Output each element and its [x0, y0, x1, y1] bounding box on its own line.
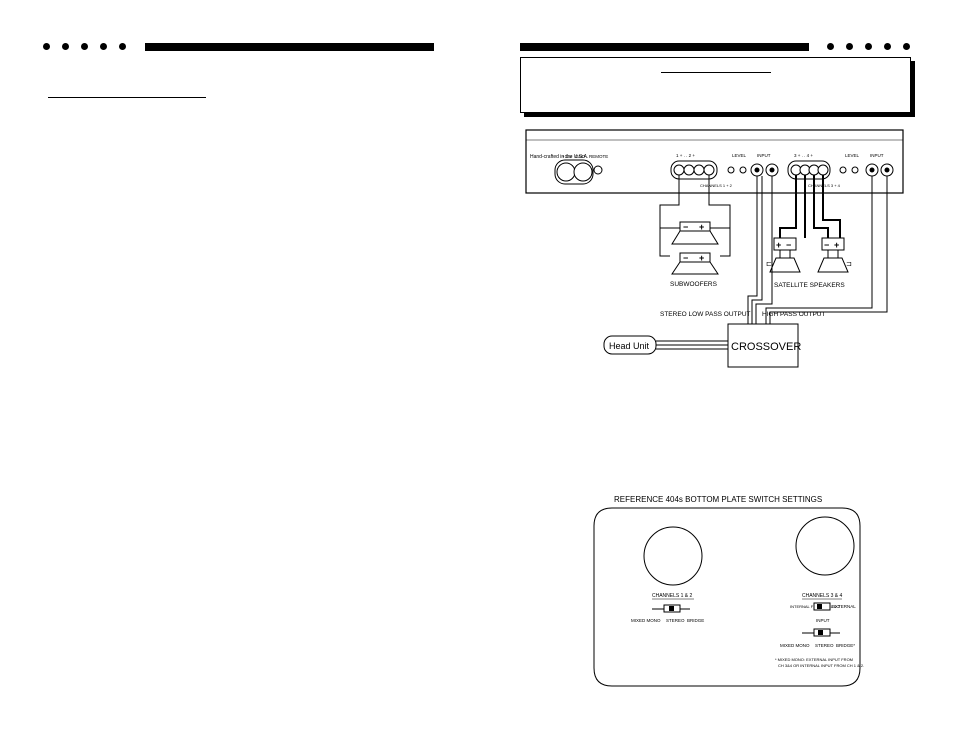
minus-sign: − — [824, 240, 829, 250]
wire — [751, 176, 763, 324]
wire — [708, 175, 731, 257]
level-knob — [739, 166, 747, 174]
plus-sign: + — [776, 240, 781, 250]
rca-pin — [754, 167, 760, 173]
subwoofers-label: SUBWOOFERS — [670, 281, 718, 288]
crossover-label: CROSSOVER — [731, 341, 801, 353]
low-pass-label: STEREO LOW PASS OUTPUT — [660, 311, 751, 318]
minus-sign: − — [683, 253, 688, 263]
stereo-label: STEREO — [666, 618, 685, 623]
bullet-dot — [846, 43, 853, 50]
ch12-label: CHANNELS 1 & 2 — [652, 593, 693, 599]
wire — [747, 176, 758, 324]
external-label: EXTERNAL — [832, 604, 856, 609]
level-knob — [839, 166, 847, 174]
level-knob — [727, 166, 735, 174]
mounting-hole-left — [643, 526, 703, 586]
channels-34-label: CHANNELS 3 + 4 — [808, 183, 841, 188]
bullet-dot — [119, 43, 126, 50]
power-label-remote: REMOTE — [589, 154, 608, 159]
level-knob — [851, 166, 859, 174]
high-pass-label: HIGH PASS OUTPUT — [762, 311, 825, 318]
switch-slider — [669, 606, 674, 611]
wire — [769, 176, 888, 324]
wire — [779, 175, 797, 238]
mounting-hole-right — [795, 516, 855, 576]
terminal-numbers: 1 + . . 2 + — [676, 153, 695, 158]
wire — [659, 175, 680, 257]
bullet-dot — [884, 43, 891, 50]
terminal-numbers: 3 + . . 4 + — [794, 153, 813, 158]
rca-pin — [869, 167, 875, 173]
crossover-box — [727, 323, 799, 368]
bridge-star-label: BRIDGE* — [836, 643, 855, 648]
bullet-dot — [865, 43, 872, 50]
ch34-label: CHANNELS 3 & 4 — [802, 593, 843, 599]
rca-pin — [769, 167, 775, 173]
input-label-12: INPUT — [757, 153, 771, 158]
minus-sign: − — [683, 222, 688, 232]
section-title-box — [520, 57, 911, 113]
brand-label: Hand-crafted in the U.S.A. — [530, 154, 588, 160]
bridge-label: BRIDGE — [687, 618, 704, 623]
power-label-12v: +12v — [562, 154, 573, 159]
bullet-dot — [827, 43, 834, 50]
note-line-1: * MIXED MONO: EXTERNAL INPUT FROM — [775, 657, 853, 662]
bullet-dot — [100, 43, 107, 50]
header-rule — [145, 43, 434, 51]
input-label-34: INPUT — [870, 153, 884, 158]
title-underline — [661, 72, 771, 73]
plus-sign: + — [834, 240, 839, 250]
terminal-mark: ⊐ — [846, 261, 852, 268]
switch-settings-title: REFERENCE 404s BOTTOM PLATE SWITCH SETTI… — [614, 495, 822, 504]
wire — [755, 176, 773, 324]
rca-pin — [884, 167, 890, 173]
mono-label: MIXED MONO — [631, 618, 661, 623]
satellite-cone — [769, 257, 801, 273]
terminal-mark: ⊏ — [766, 261, 772, 268]
minus-sign: − — [786, 240, 791, 250]
heading-underline — [48, 97, 206, 98]
power-label-gnd: GND — [575, 154, 586, 159]
bullet-dot — [81, 43, 88, 50]
level-label-12: LEVEL — [732, 153, 747, 158]
input-label: INPUT — [816, 618, 830, 623]
channels-12-label: CHANNELS 1 + 2 — [700, 183, 733, 188]
wire — [765, 176, 873, 324]
subwoofer-cone — [671, 261, 719, 275]
remote-terminal — [593, 165, 603, 175]
header-rule — [520, 43, 809, 51]
ground-terminal — [573, 162, 593, 182]
note-line-2: CH 3&4 OR INTERNAL INPUT FROM CH 1 & 2. — [778, 663, 864, 668]
stereo-label-34: STEREO — [815, 643, 834, 648]
level-label-34: LEVEL — [845, 153, 860, 158]
switch-slider — [818, 630, 823, 635]
satellite-label: SATELLITE SPEAKERS — [774, 282, 845, 289]
mono-label-34: MIXED MONO — [780, 643, 810, 648]
plus-sign: + — [699, 253, 704, 263]
wire — [822, 175, 841, 238]
plus-sign: + — [699, 222, 704, 232]
head-unit-label: Head Unit — [609, 341, 650, 351]
switch-slider — [817, 604, 822, 609]
wire — [813, 175, 829, 238]
satellite-cone — [817, 257, 849, 273]
subwoofer-cone — [671, 230, 719, 245]
bullet-dot — [903, 43, 910, 50]
bullet-dot — [43, 43, 50, 50]
bullet-dot — [62, 43, 69, 50]
